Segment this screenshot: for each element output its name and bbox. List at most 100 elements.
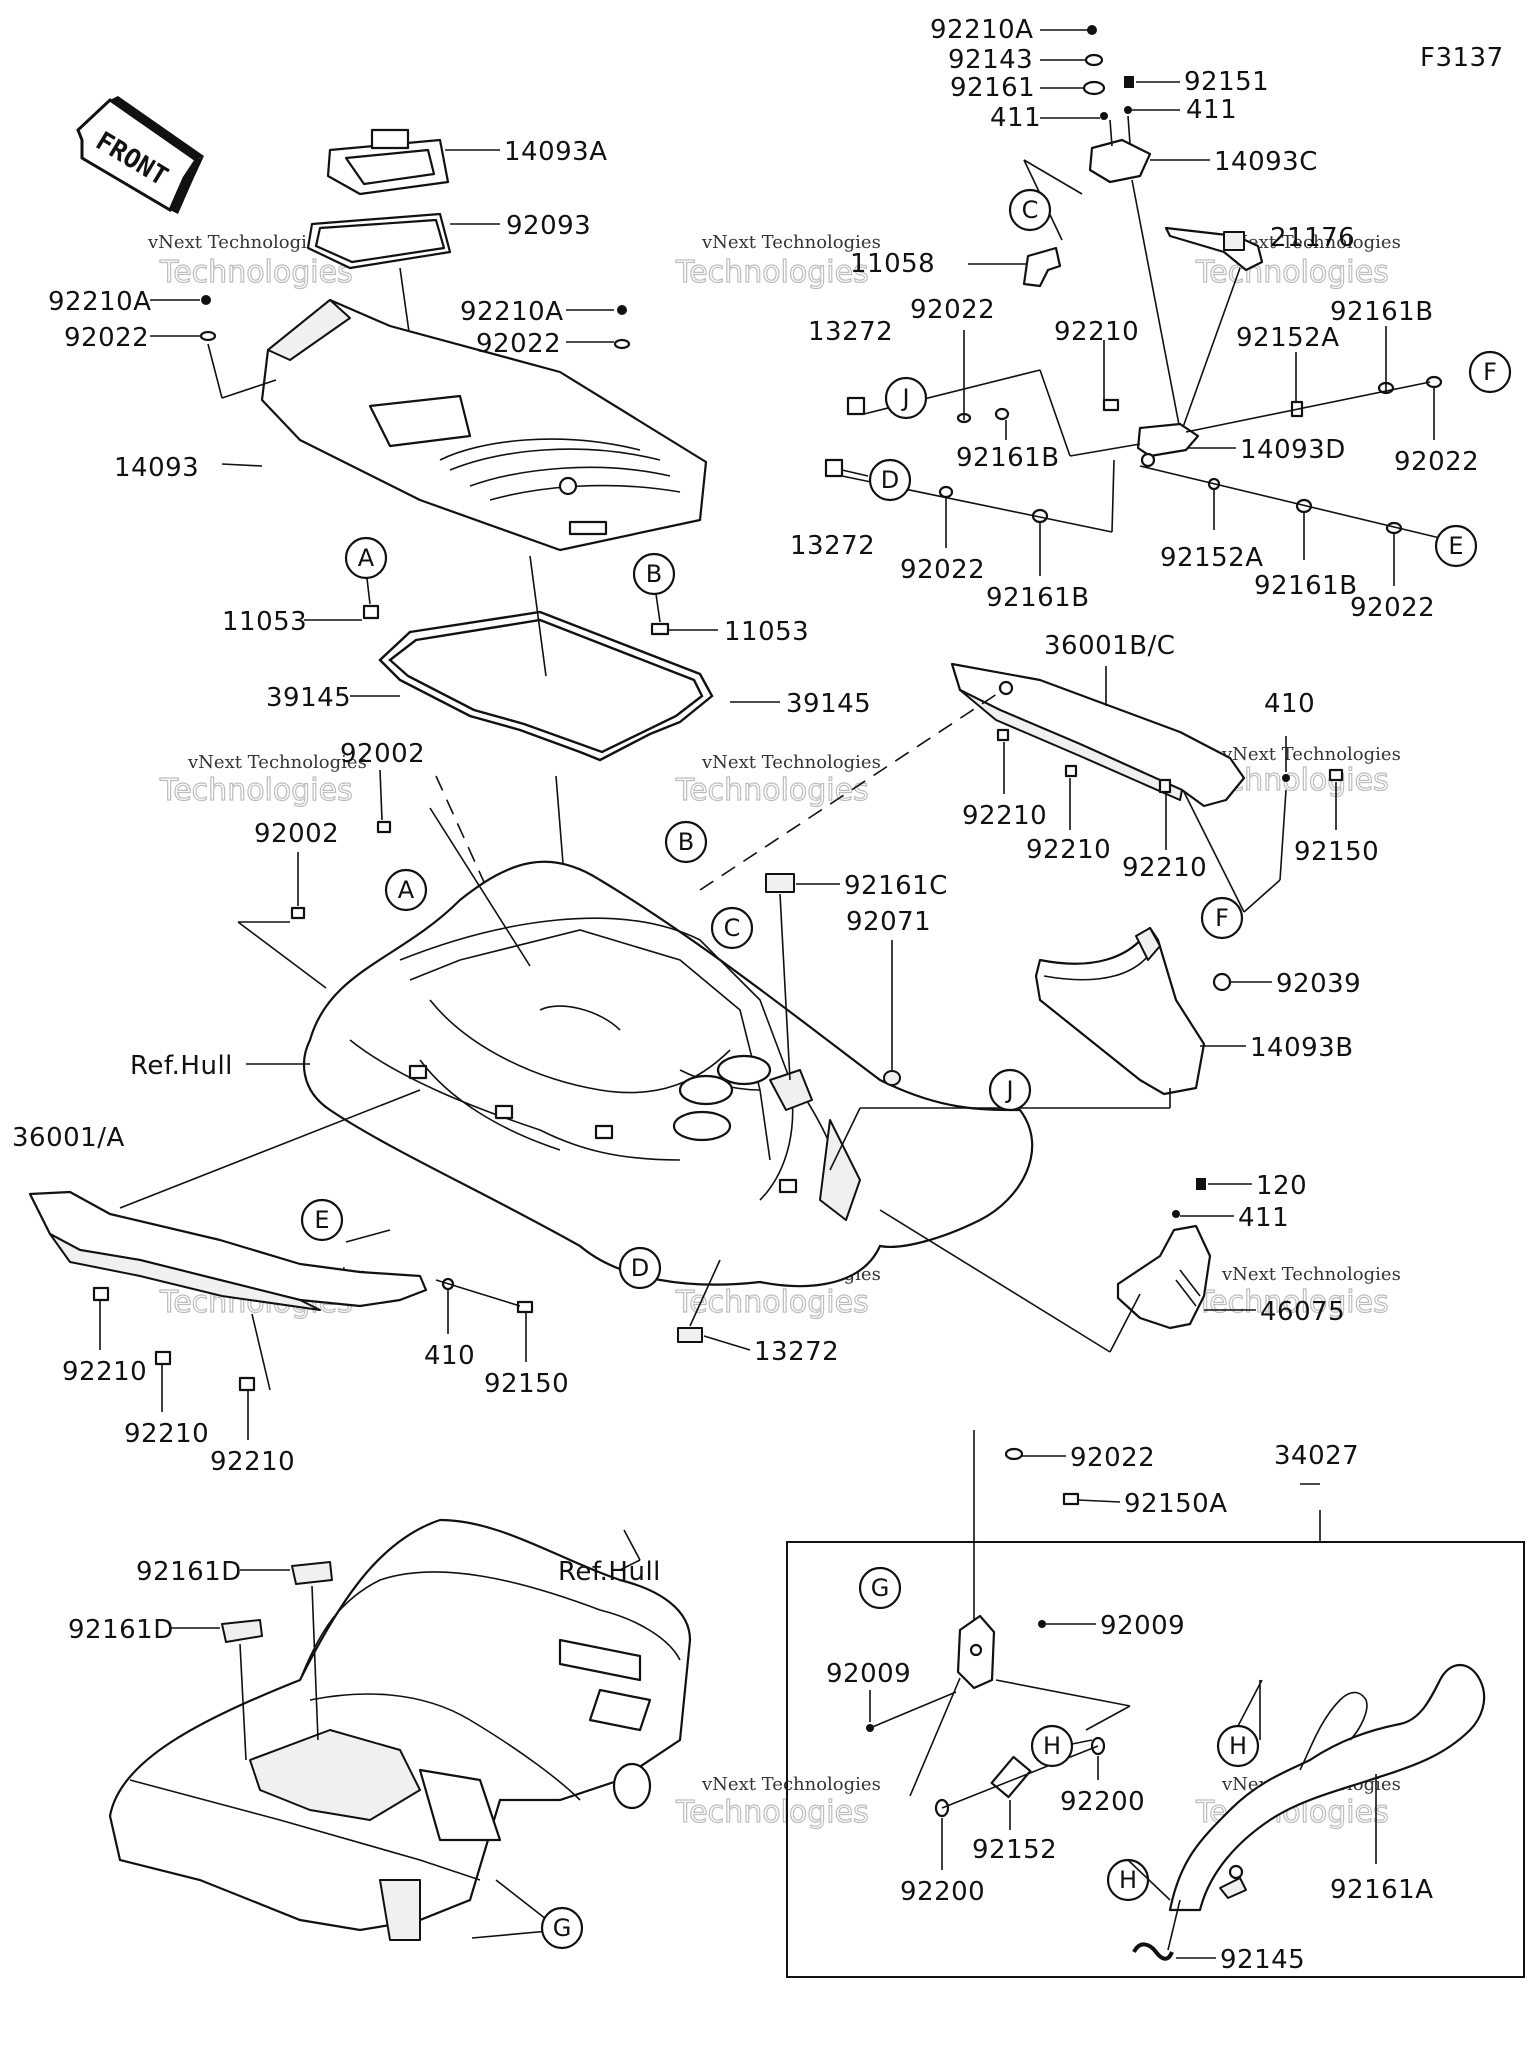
svg-text:E: E: [314, 1206, 329, 1234]
part-92152: [990, 1755, 1032, 1799]
part-92093-gasket: [306, 212, 452, 270]
label-36001A: 36001/A: [12, 1123, 125, 1153]
label-120: 120: [1256, 1171, 1307, 1201]
callout-C-2: C: [710, 906, 754, 950]
label-92002-b: 92002: [254, 819, 339, 849]
part-92210-r2: [1064, 764, 1078, 778]
label-92002-a: 92002: [340, 739, 425, 769]
part-36001A-panel: [28, 1190, 428, 1311]
callout-D-2: D: [618, 1246, 662, 1290]
part-92210A-mid: [617, 305, 627, 315]
label-92210-top: 92210: [1054, 317, 1139, 347]
svg-text:J: J: [900, 384, 909, 412]
label-411-b: 411: [1186, 95, 1237, 125]
svg-text:vNext Technologies: vNext Technologies: [1221, 744, 1401, 765]
part-92210-l3: [238, 1376, 256, 1392]
callout-J-2: J: [988, 1068, 1032, 1112]
svg-text:E: E: [1448, 532, 1463, 560]
label-92161B-c: 92161B: [1254, 571, 1358, 601]
label-410-top: 410: [1264, 689, 1315, 719]
callout-C-1: C: [1008, 188, 1052, 232]
part-411-a: [1100, 112, 1108, 120]
part-92210-r1: [996, 728, 1010, 742]
part-92210-l2: [154, 1350, 172, 1366]
label-92152A-b: 92152A: [1160, 543, 1264, 573]
label-refhull-a: Ref.Hull: [130, 1051, 233, 1081]
label-92151: 92151: [1184, 67, 1269, 97]
part-92161: [1082, 80, 1106, 96]
label-411-a: 411: [990, 103, 1041, 133]
svg-text:C: C: [1022, 196, 1039, 224]
watermark-9: vNext Technologies Technologies: [1194, 1264, 1401, 1321]
label-46075: 46075: [1260, 1297, 1345, 1327]
callout-J-1: J: [884, 376, 928, 420]
svg-text:Technologies: Technologies: [675, 773, 869, 808]
callout-G-1: G: [540, 1906, 584, 1950]
svg-text:vNext Technologies: vNext Technologies: [1221, 232, 1401, 253]
label-411-c: 411: [1238, 1203, 1289, 1233]
front-arrow: FRONT: [76, 96, 204, 214]
label-14093D: 14093D: [1240, 435, 1346, 465]
part-92071: [883, 1070, 901, 1086]
svg-text:A: A: [358, 544, 375, 572]
part-14093A-lid: [326, 128, 450, 196]
svg-text:B: B: [678, 828, 694, 856]
part-92161D-b: [221, 1619, 263, 1643]
svg-text:A: A: [398, 876, 415, 904]
part-11053-a: [362, 604, 380, 620]
label-11053-b: 11053: [724, 617, 809, 647]
part-92210A-left: [201, 295, 211, 305]
label-92210-r2: 92210: [1026, 835, 1111, 865]
label-14093: 14093: [114, 453, 199, 483]
part-92150-b: [516, 1300, 534, 1314]
callout-B-1: B: [632, 552, 676, 596]
watermark-11: vNext Technologies Technologies: [674, 1774, 880, 1831]
svg-text:B: B: [646, 560, 662, 588]
part-92151: [1124, 76, 1134, 88]
svg-text:Technologies: Technologies: [1195, 1285, 1389, 1320]
label-92022-e: 92022: [1350, 593, 1435, 623]
label-92161A: 92161A: [1330, 1875, 1434, 1905]
label-14093B: 14093B: [1250, 1033, 1354, 1063]
label-410-b: 410: [424, 1341, 475, 1371]
hull-rear: [108, 1518, 692, 1941]
label-34027: 34027: [1274, 1441, 1359, 1471]
label-92039: 92039: [1276, 969, 1361, 999]
svg-text:F: F: [1483, 358, 1497, 386]
label-92152A-top: 92152A: [1236, 323, 1340, 353]
label-92161D-b: 92161D: [68, 1615, 174, 1645]
callout-D-1: D: [868, 458, 912, 502]
label-92022-a: 92022: [910, 295, 995, 325]
part-92002-a: [376, 820, 392, 834]
callout-B-2: B: [664, 820, 708, 864]
svg-text:vNext Technologies: vNext Technologies: [1221, 1264, 1401, 1285]
svg-text:G: G: [871, 1574, 890, 1602]
svg-text:D: D: [631, 1254, 649, 1282]
part-92150-r: [1328, 768, 1344, 782]
part-92022-mid: [613, 338, 631, 350]
part-92009-a: [1038, 1620, 1046, 1628]
svg-text:vNext Technologies: vNext Technologies: [187, 752, 367, 773]
part-92161B-a-washer: [994, 407, 1010, 421]
label-92152: 92152: [972, 1835, 1057, 1865]
part-120: [1196, 1178, 1206, 1190]
part-11058-bracket: [1022, 246, 1062, 288]
label-92093: 92093: [506, 211, 591, 241]
label-36001BC: 36001B/C: [1044, 631, 1175, 661]
label-39145-a: 39145: [266, 683, 351, 713]
part-411-c: [1172, 1210, 1180, 1218]
label-14093C: 14093C: [1214, 147, 1318, 177]
part-46075-bracket: [1116, 1224, 1212, 1330]
part-13272-c: [677, 1327, 703, 1343]
label-92210-r1: 92210: [962, 801, 1047, 831]
svg-text:J: J: [1004, 1076, 1013, 1104]
label-92022-left: 92022: [64, 323, 149, 353]
label-92022-g: 92022: [1070, 1443, 1155, 1473]
label-92150-b: 92150: [484, 1369, 569, 1399]
part-410-top: [1282, 774, 1290, 782]
svg-text:vNext Technologies: vNext Technologies: [701, 232, 881, 253]
label-92022-f: 92022: [1394, 447, 1479, 477]
label-92210-r3: 92210: [1122, 853, 1207, 883]
part-92002-b: [290, 906, 306, 920]
part-13272-a: [846, 396, 866, 416]
